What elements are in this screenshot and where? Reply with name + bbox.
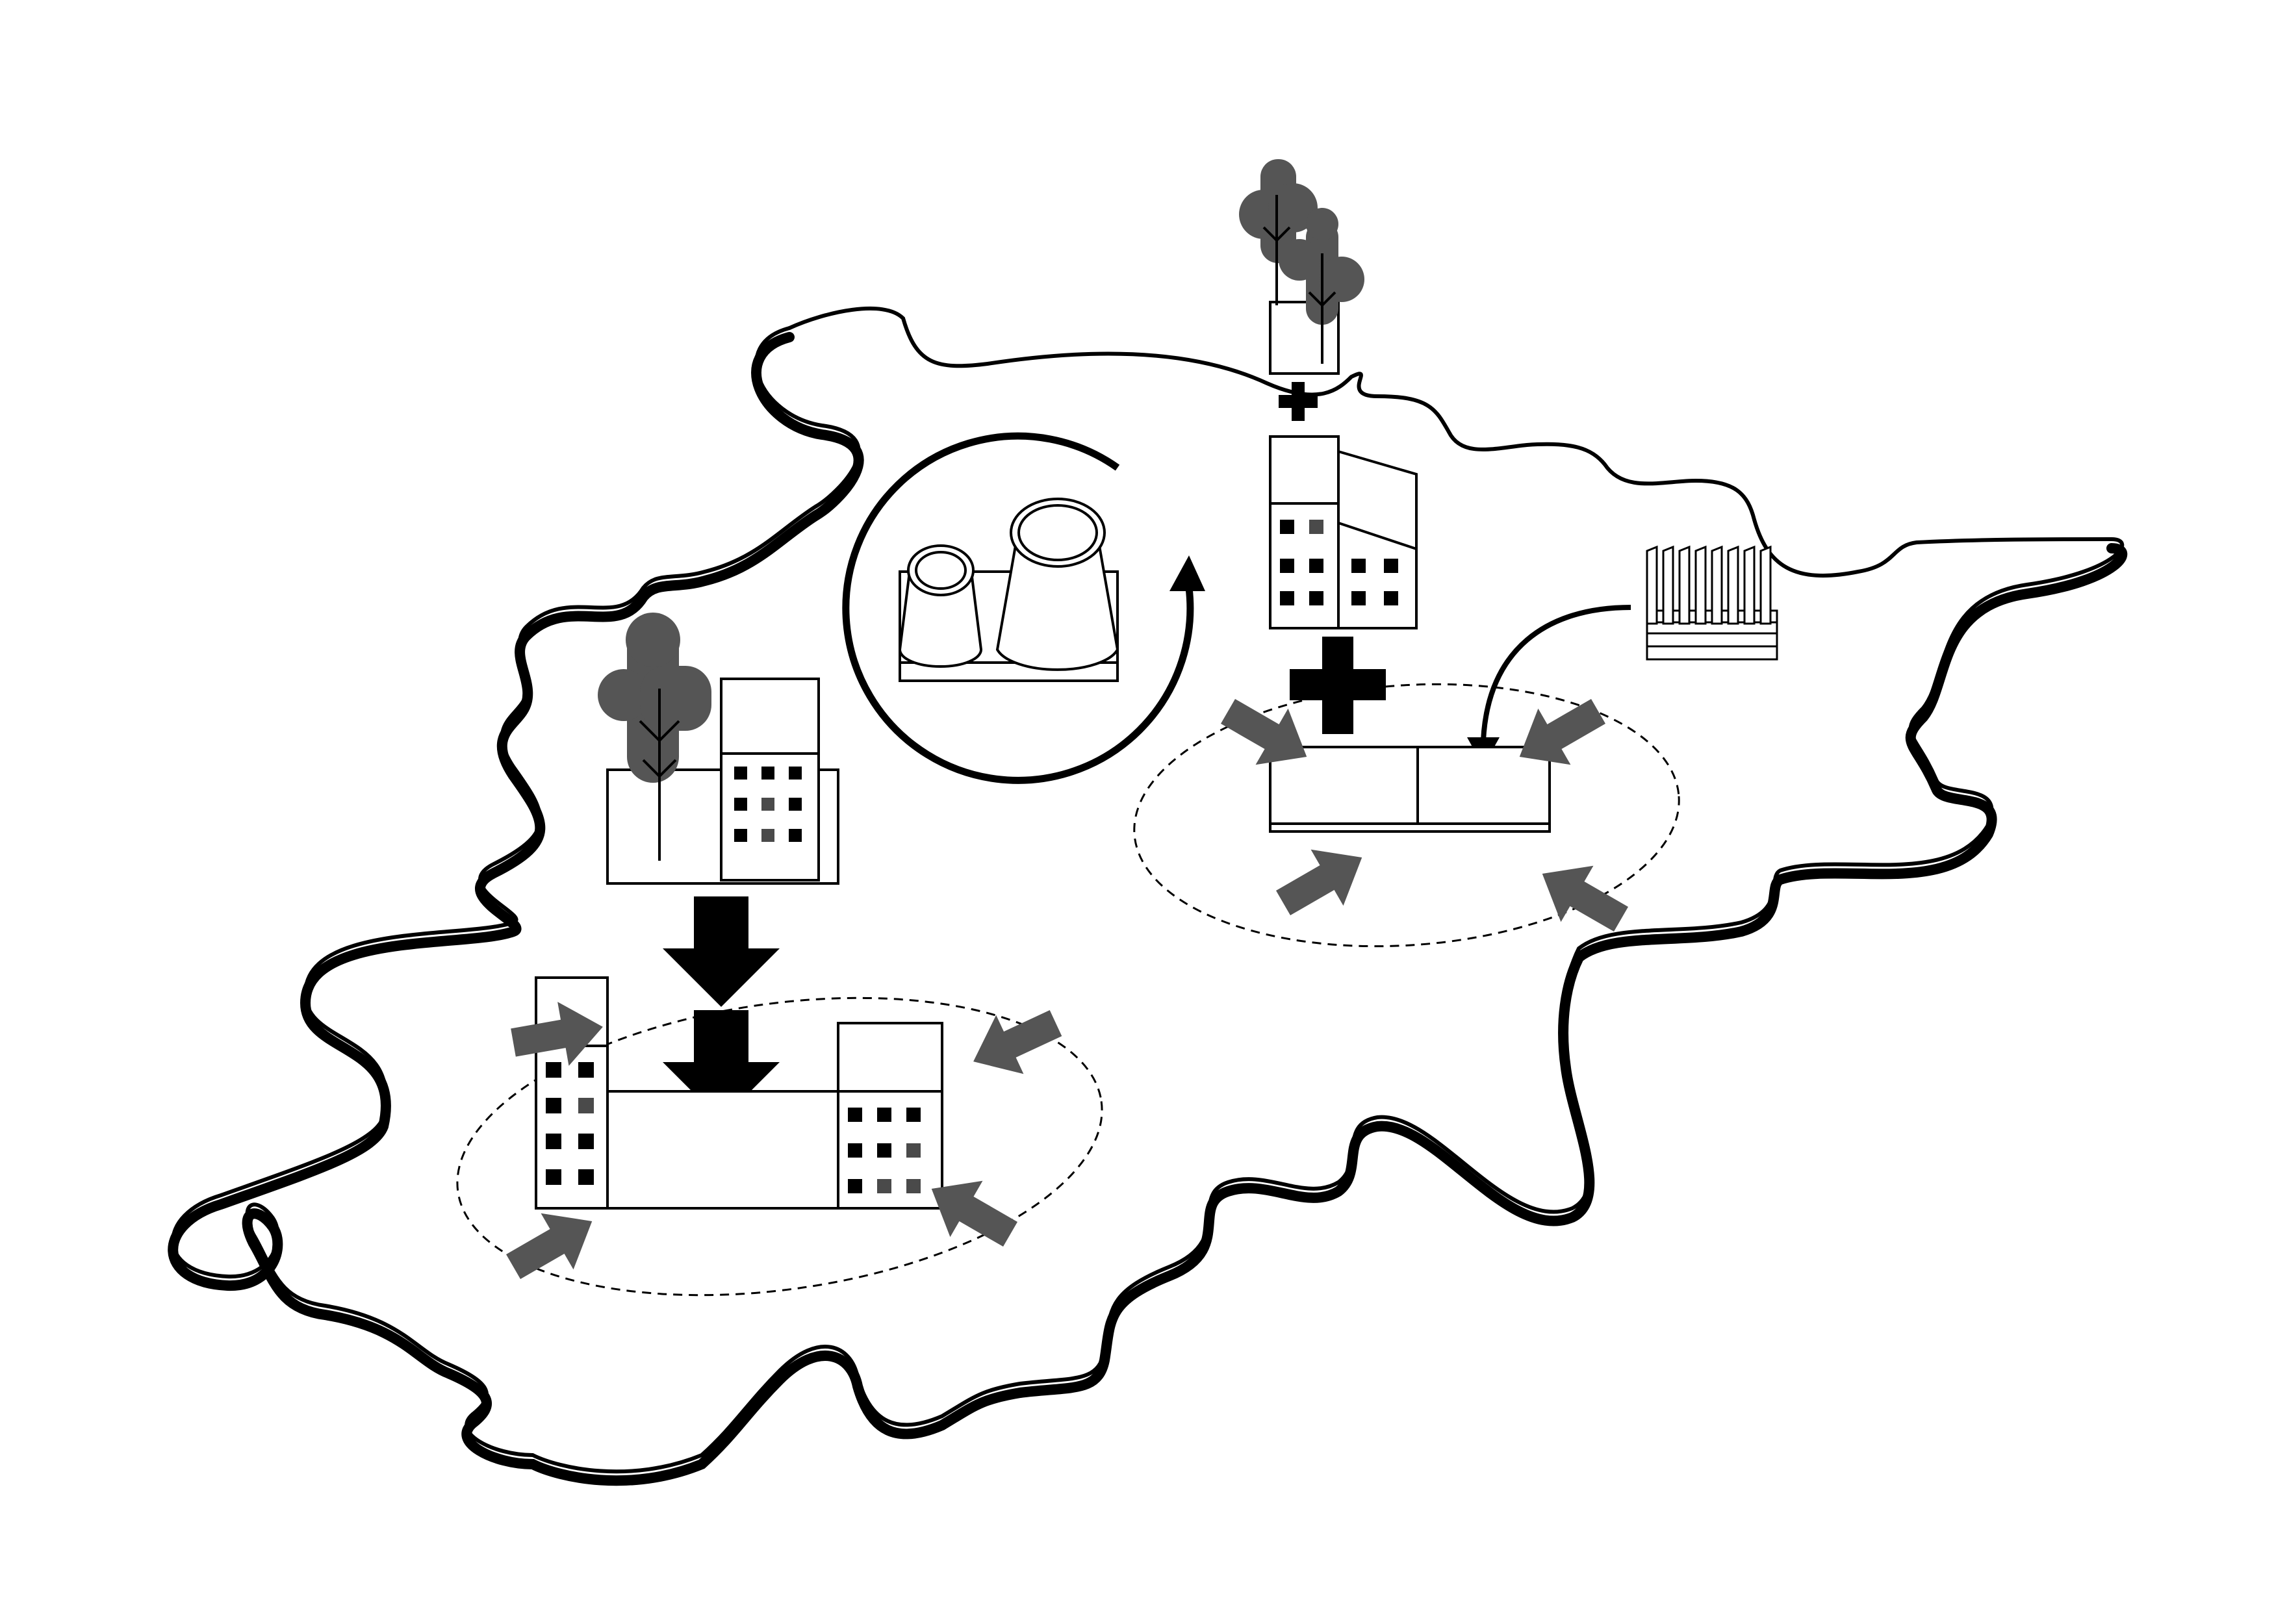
container-stack-icon — [1646, 545, 1778, 661]
tree-icon — [598, 613, 711, 861]
territory-boundary-top-line — [787, 306, 2114, 578]
gray-arrow-icon — [959, 993, 1070, 1091]
gray-arrow-icon — [1267, 829, 1379, 932]
dashed-zone-right — [1133, 683, 1680, 948]
circular-arrow-icon — [842, 432, 1194, 784]
tree-icon — [1279, 208, 1364, 364]
tree-container-top — [1239, 159, 1364, 375]
plus-icon — [1279, 382, 1318, 421]
industrial-plant-icon — [898, 498, 1119, 682]
tree-icon — [1239, 159, 1318, 305]
apartment-building-icon — [720, 678, 820, 882]
territory-boundary-line — [171, 326, 2125, 1474]
dashed-zone-left — [456, 996, 1103, 1297]
down-arrow-icon — [663, 896, 780, 1007]
territory-boundary-shadow — [168, 332, 2128, 1486]
building-complex-left — [535, 976, 943, 1210]
tree-apartment-group-left — [598, 613, 839, 885]
plus-icon — [1290, 637, 1386, 734]
industrial-plant-group — [842, 432, 1205, 784]
circular-arrow-head — [1169, 555, 1205, 591]
apartment-building-icon — [1269, 435, 1418, 629]
low-building-icon — [1269, 746, 1551, 833]
territory-boundary — [168, 306, 2128, 1486]
curved-arrow-icon — [1481, 605, 1631, 741]
